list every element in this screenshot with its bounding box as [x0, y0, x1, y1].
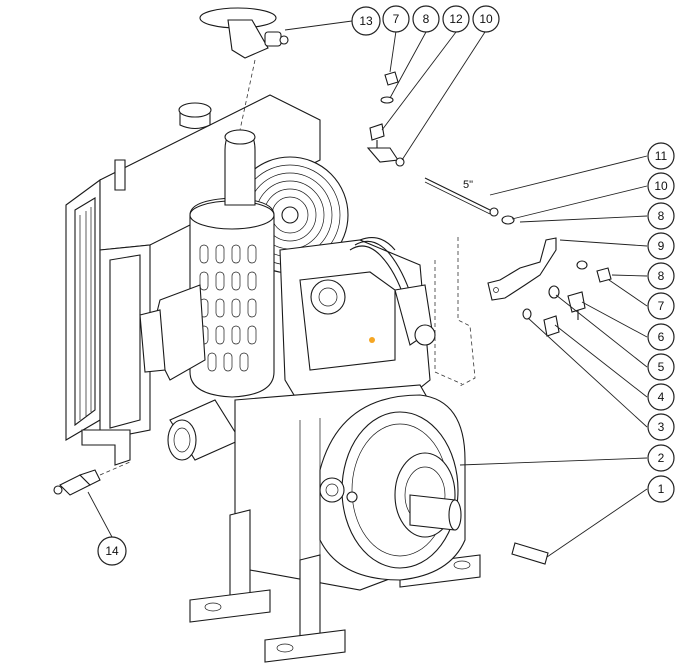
svg-text:8: 8 [658, 209, 665, 223]
callout-14: 14 [97, 536, 127, 566]
callout-8-right: 8 [647, 202, 675, 230]
svg-text:8: 8 [423, 12, 430, 26]
callout-12: 12 [442, 5, 470, 33]
callout-7-lower: 7 [647, 292, 675, 320]
svg-text:7: 7 [393, 12, 400, 26]
callout-5: 5 [647, 353, 675, 381]
muffler-heat-shield-slots [199, 244, 257, 372]
svg-text:4: 4 [658, 390, 665, 404]
callout-1: 1 [647, 475, 675, 503]
svg-text:6: 6 [658, 330, 665, 344]
lock-washer-3 [522, 308, 532, 320]
svg-text:1: 1 [658, 482, 665, 496]
callout-7-top: 7 [382, 5, 410, 33]
fastener-nut-7-top [384, 71, 399, 86]
svg-text:13: 13 [359, 14, 373, 28]
svg-text:10: 10 [479, 12, 493, 26]
pto-shaft [409, 494, 462, 531]
callout-2: 2 [647, 444, 675, 472]
radiator [65, 94, 321, 466]
temperature-sender [53, 469, 101, 496]
engine-block [139, 237, 436, 406]
fastener-elbow-10-top [366, 147, 405, 167]
washer-10-rod [501, 215, 515, 225]
screw-4 [543, 315, 560, 337]
svg-text:5: 5 [658, 360, 665, 374]
callout-9: 9 [647, 232, 675, 260]
throttle-bracket [487, 237, 557, 301]
svg-text:14: 14 [105, 544, 119, 558]
svg-text:9: 9 [658, 239, 665, 253]
callout-11: 11 [647, 142, 675, 170]
fuel-cap-assembly [199, 7, 289, 59]
assembly-envelope-lower [434, 260, 463, 385]
rod-length-dimension: 5" [463, 179, 473, 191]
mounting-foot-left [189, 509, 271, 623]
callout-6: 6 [647, 323, 675, 351]
shaft-key [511, 542, 549, 565]
svg-text:7: 7 [658, 299, 665, 313]
callout-3: 3 [647, 413, 675, 441]
callout-10-top: 10 [472, 5, 500, 33]
callout-8-lower: 8 [647, 262, 675, 290]
callout-10-right: 10 [647, 172, 675, 200]
assembly-envelope-upper [457, 237, 476, 387]
flywheel-housing [319, 394, 466, 581]
fastener-washer-8-top [380, 96, 394, 104]
svg-text:8: 8 [658, 269, 665, 283]
throttle-rod [424, 177, 499, 217]
accent-marker [369, 337, 375, 343]
svg-text:10: 10 [654, 179, 668, 193]
muffler [189, 129, 275, 398]
nut-7-right [596, 267, 612, 283]
svg-text:3: 3 [658, 420, 665, 434]
svg-text:11: 11 [655, 149, 668, 163]
callout-8-top: 8 [412, 5, 440, 33]
svg-text:12: 12 [449, 12, 463, 26]
svg-text:2: 2 [658, 451, 665, 465]
washer-8-right [576, 260, 588, 270]
mounting-foot-center [264, 554, 346, 663]
leader-lines [87, 20, 648, 558]
callout-13: 13 [351, 6, 381, 36]
callout-4: 4 [647, 383, 675, 411]
oil-filter [167, 399, 241, 461]
